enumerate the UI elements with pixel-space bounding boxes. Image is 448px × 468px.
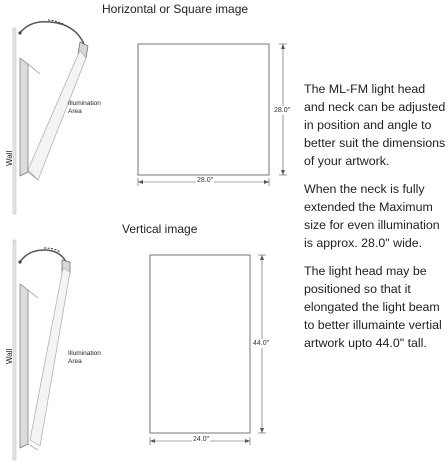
horizontal-heading: Horizontal or Square image: [102, 2, 249, 16]
vertical-width-label: 24.0": [192, 436, 211, 443]
top-artwork-frame: [19, 57, 29, 177]
description-paragraph-3: The light head may be positioned so that…: [304, 264, 442, 350]
bottom-light-beam: [29, 267, 71, 447]
bottom-illumination-text: Illumination: [68, 350, 101, 357]
bottom-wall: [12, 239, 17, 461]
vertical-heading: Vertical image: [122, 222, 198, 236]
bottom-illumination-label: Illumination Area: [68, 350, 101, 366]
top-illumination-text: Illumination: [68, 100, 101, 107]
bottom-artwork-frame: [19, 283, 29, 449]
description-paragraph-2: When the neck is fully extended the Maxi…: [304, 182, 440, 250]
top-illumination-label: Illumination Area: [68, 100, 101, 116]
bottom-lamp-neck: [19, 249, 67, 263]
vertical-artwork: [149, 254, 266, 445]
bottom-adjust-arc: [43, 247, 61, 253]
top-lamp-diagram: [12, 19, 89, 215]
bottom-lamp-diagram: [12, 239, 71, 461]
top-area-text: Area: [68, 108, 82, 115]
square-artwork: [137, 43, 287, 186]
description-column: The ML-FM light head and neck can be adj…: [304, 80, 446, 362]
vertical-height-label: 44.0": [253, 339, 270, 348]
top-wall: [12, 27, 17, 215]
square-width-label: 28.0": [196, 177, 215, 184]
top-lamp-neck: [19, 20, 85, 45]
description-paragraph-1: The ML-FM light head and neck can be adj…: [304, 82, 446, 168]
top-wall-label: Wall: [5, 150, 14, 166]
square-height-label: 28.0": [274, 106, 291, 115]
top-adjust-arc: [47, 19, 67, 27]
bottom-wall-label: Wall: [5, 348, 14, 364]
bottom-area-text: Area: [68, 358, 82, 365]
